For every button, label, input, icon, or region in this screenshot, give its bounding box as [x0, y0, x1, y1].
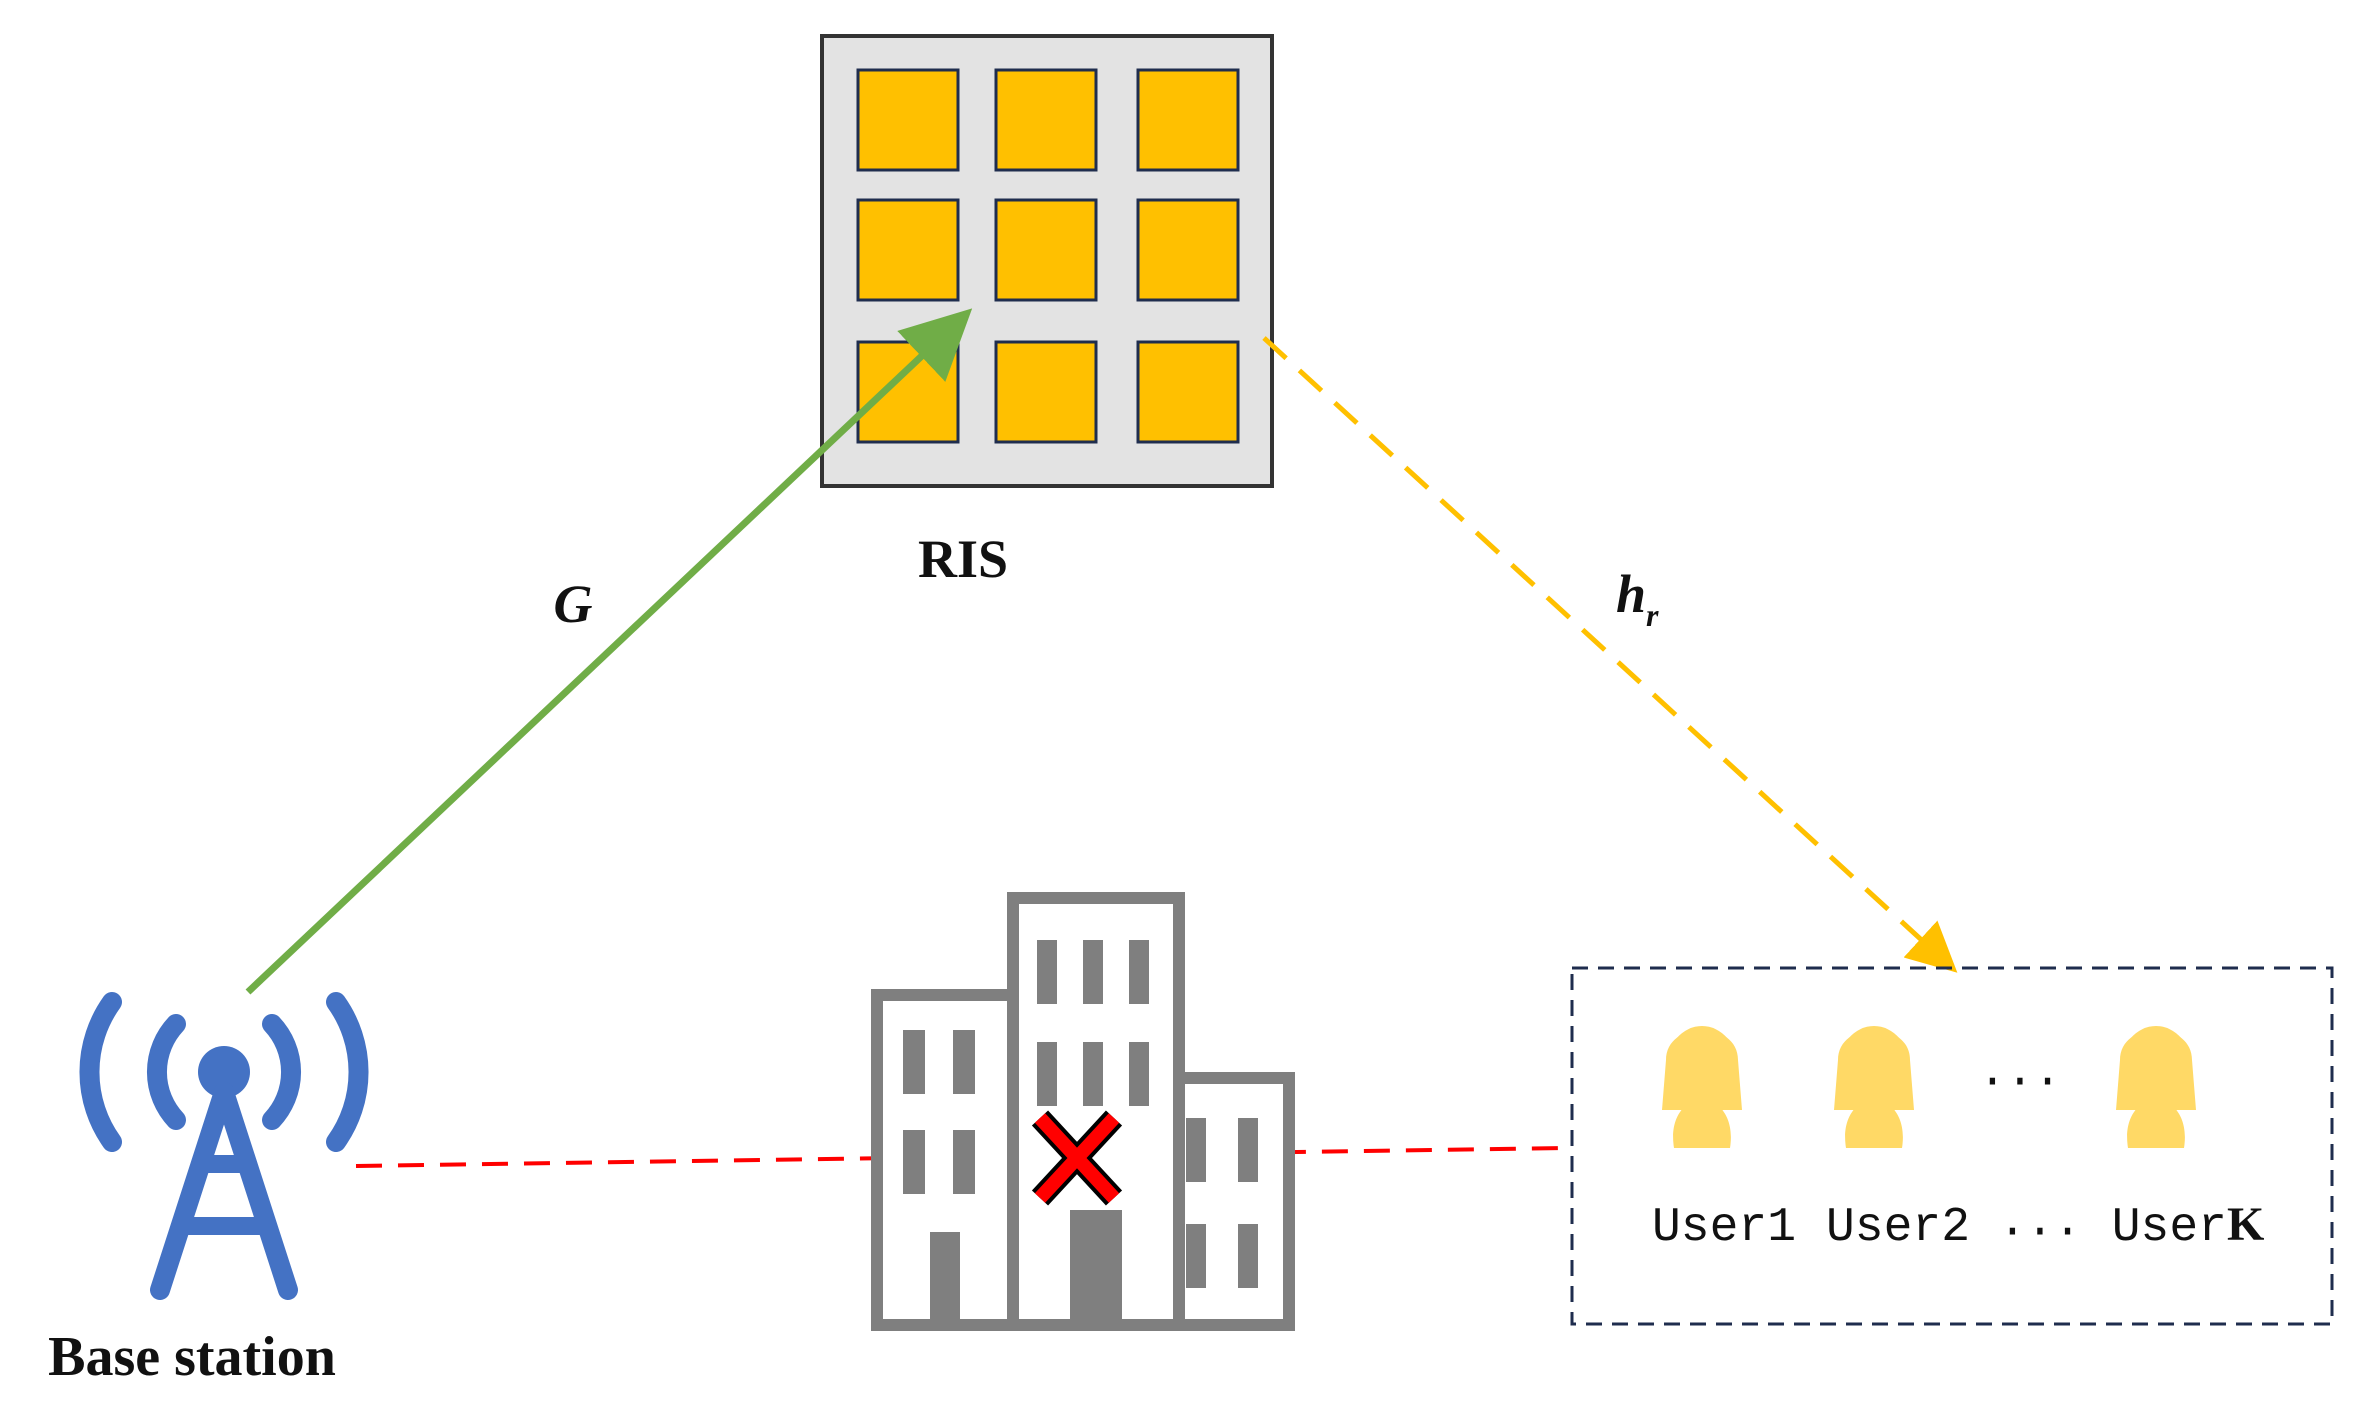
- ris-element: [994, 340, 1098, 444]
- ris-element: [994, 198, 1098, 302]
- users-box: [1570, 966, 2334, 1326]
- blocked-x-icon: [1031, 1110, 1123, 1206]
- ris-label: RIS: [918, 529, 1008, 589]
- user-icon: [1834, 1026, 1914, 1148]
- user-icon: [2116, 1026, 2196, 1148]
- ris-element: [1136, 198, 1240, 302]
- user-label: User1: [1652, 1201, 1796, 1255]
- user-icon: [1662, 1026, 1742, 1148]
- ris-element: [856, 68, 960, 172]
- ris-element: [1136, 68, 1240, 172]
- building-icon: [871, 892, 1295, 1331]
- ris-elements: [856, 68, 1240, 444]
- ris-panel: [820, 34, 1274, 488]
- ris-element: [856, 340, 960, 444]
- link-hr-main: h: [1616, 564, 1646, 624]
- user-label: User2: [1826, 1201, 1970, 1255]
- link-hr-subscript: r: [1646, 597, 1659, 633]
- ris-element: [1136, 340, 1240, 444]
- users-ellipsis-bottom: ···: [1999, 1206, 2082, 1258]
- user-label: UserK: [2112, 1198, 2265, 1255]
- link-g-label: G: [554, 574, 593, 634]
- link-g: [245, 308, 973, 995]
- ris-element: [994, 68, 1098, 172]
- antenna-tower-icon: [79, 992, 369, 1300]
- link-hr: [1262, 336, 1958, 973]
- ris-element: [856, 198, 960, 302]
- base-station-label: Base station: [48, 1326, 336, 1388]
- users-ellipsis-top: ···: [1979, 1056, 2062, 1108]
- link-hr-label: hr: [1616, 564, 1659, 633]
